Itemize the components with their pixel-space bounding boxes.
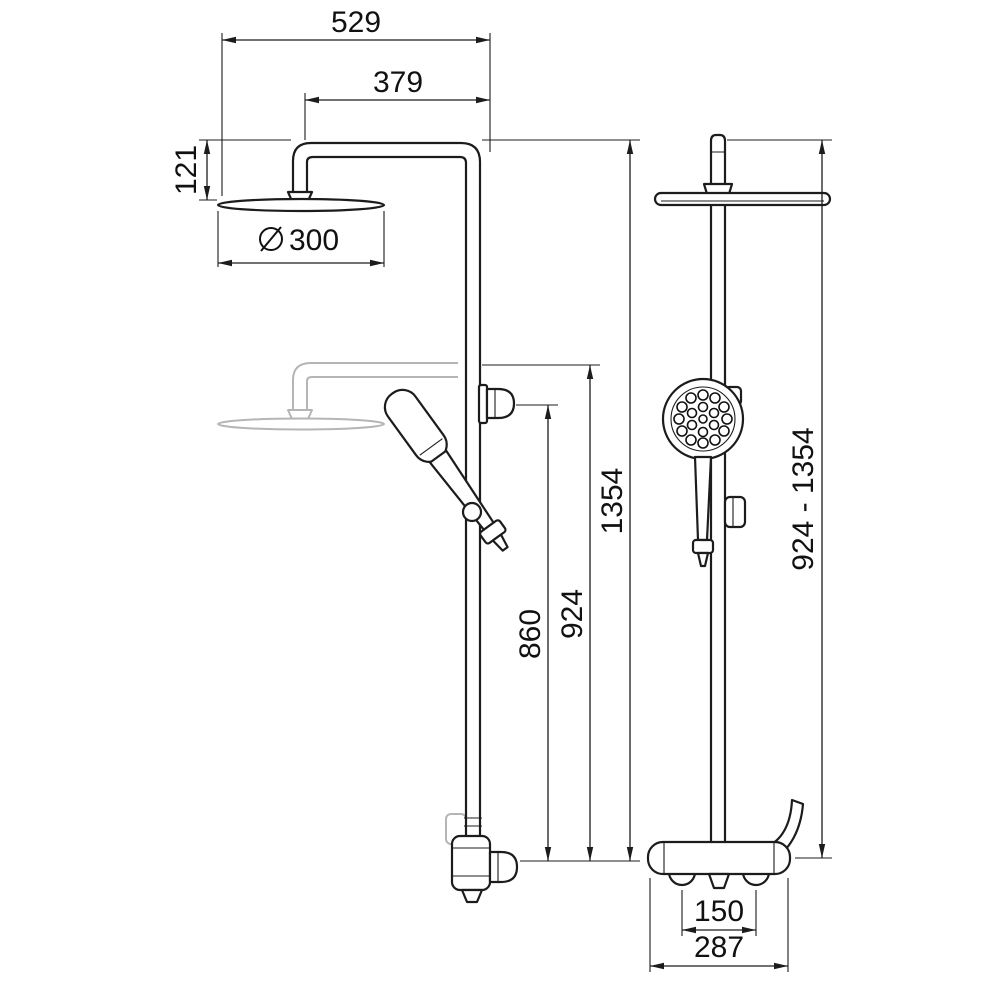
rain-head	[216, 197, 386, 213]
dim-label-924: 924	[556, 589, 589, 639]
mixer-front	[646, 798, 805, 890]
nozzle	[708, 407, 720, 419]
bottom-fittings	[450, 817, 519, 904]
ghost-arm-inner	[306, 376, 458, 410]
shower-arm-inner	[305, 155, 468, 194]
rain-head-bar	[653, 191, 832, 207]
nozzle	[686, 419, 698, 431]
holder-pivot	[461, 501, 483, 523]
nozzle	[708, 419, 720, 431]
nozzle	[709, 392, 721, 404]
nozzle	[697, 389, 709, 401]
hand-shower-handle	[428, 449, 495, 531]
nozzle	[697, 401, 709, 413]
dim-label-860: 860	[514, 609, 547, 659]
dim-label-121: 121	[170, 145, 203, 195]
mixer-body	[646, 840, 792, 876]
hand-shower-front	[661, 377, 745, 568]
nozzle	[697, 437, 709, 449]
housing-lines	[452, 847, 490, 877]
front-view-extension-lines	[649, 139, 832, 972]
dim-label-287: 287	[694, 931, 744, 964]
coupling-ticks	[464, 817, 482, 827]
front-riser-pole	[709, 133, 727, 860]
nozzle	[676, 425, 688, 437]
diverter-housing	[450, 834, 492, 892]
shower-arm-and-head	[216, 141, 482, 213]
rain-head-edge	[653, 191, 832, 207]
nozzle	[676, 401, 688, 413]
hand-shower-cone	[491, 533, 509, 552]
nozzle	[686, 407, 698, 419]
slider-knob-body	[485, 387, 516, 420]
dim-label-1354: 1354	[596, 468, 629, 535]
nozzle	[698, 414, 708, 424]
mixer-body-lines	[663, 842, 775, 874]
front-view: 924 - 1354 150 287	[646, 133, 832, 972]
ghost-position	[217, 362, 467, 845]
nozzle	[685, 392, 697, 404]
mixer-outlet	[707, 872, 731, 890]
front-handle	[693, 455, 713, 542]
front-pole	[709, 133, 727, 860]
ghost-rain-head	[217, 417, 385, 431]
slider-clamp	[477, 383, 489, 425]
side-view-extension-lines	[199, 33, 640, 862]
hand-shower-bracket	[723, 495, 747, 529]
slider-knob	[477, 383, 516, 425]
ghost-arm-outer	[292, 362, 458, 410]
outlet-cone	[460, 888, 484, 904]
nozzle	[697, 426, 709, 438]
nozzle	[673, 413, 685, 425]
nozzle	[709, 434, 721, 446]
front-view-dimension-lines	[650, 140, 826, 970]
front-handle-cone	[696, 551, 710, 568]
dim-label-150: 150	[694, 895, 744, 928]
dim-label-379: 379	[373, 66, 423, 99]
hand-shower-face-line	[419, 438, 443, 456]
spray-nozzles	[673, 389, 733, 449]
face-inner-ring	[670, 386, 736, 452]
shower-arm-outer	[291, 141, 482, 194]
nozzle	[685, 434, 697, 446]
dim-label-300: 300	[289, 224, 339, 257]
nozzle	[718, 401, 730, 413]
side-view: 529 379 121 300 860 924 1354	[170, 6, 640, 904]
nozzle	[721, 413, 733, 425]
front-handle-nut	[691, 538, 715, 555]
side-view-dimension-lines	[203, 36, 634, 861]
dim-label-529: 529	[331, 6, 381, 39]
dim-label-924-1354: 924 - 1354	[787, 427, 820, 570]
diverter-knob	[488, 850, 519, 884]
nozzle	[718, 425, 730, 437]
diameter-symbol-icon	[259, 226, 283, 252]
